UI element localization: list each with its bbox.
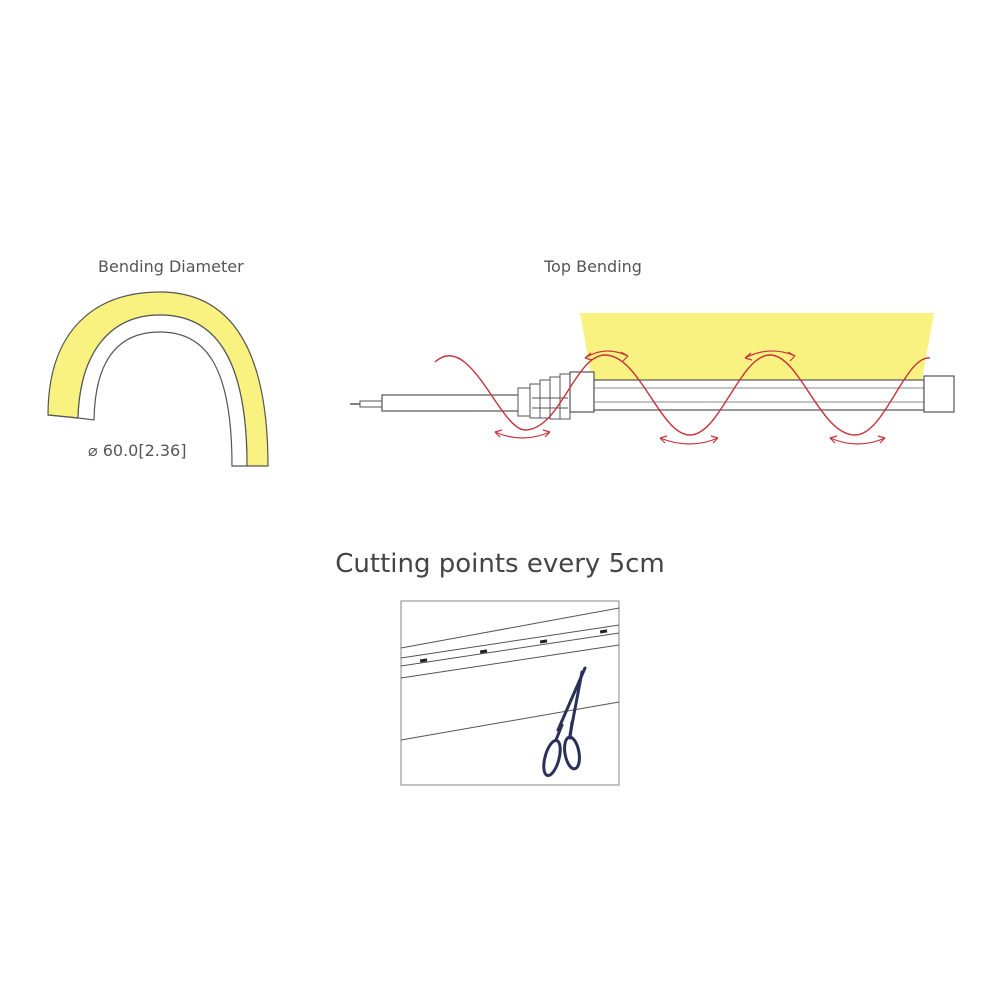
connector-block	[517, 373, 571, 420]
bending-wave	[434, 354, 931, 436]
top-bending-title: Top Bending	[544, 257, 642, 276]
end-cap-left	[569, 371, 595, 413]
top-bending-illustration	[350, 313, 955, 445]
scissors-icon	[542, 666, 587, 777]
led-cut-marks	[419, 629, 608, 663]
cutting-points-title: Cutting points every 5cm	[335, 549, 665, 579]
bend-arrows	[494, 350, 886, 445]
glow-panel	[580, 313, 934, 380]
diameter-value-label: ⌀ 60.0[2.36]	[88, 441, 187, 460]
end-cap-right	[923, 375, 955, 413]
cutting-frame	[400, 600, 620, 786]
neon-arch	[47, 291, 269, 467]
neon-tube	[593, 379, 925, 411]
bending-diameter-title: Bending Diameter	[98, 257, 244, 276]
cutting-illustration	[400, 600, 620, 786]
